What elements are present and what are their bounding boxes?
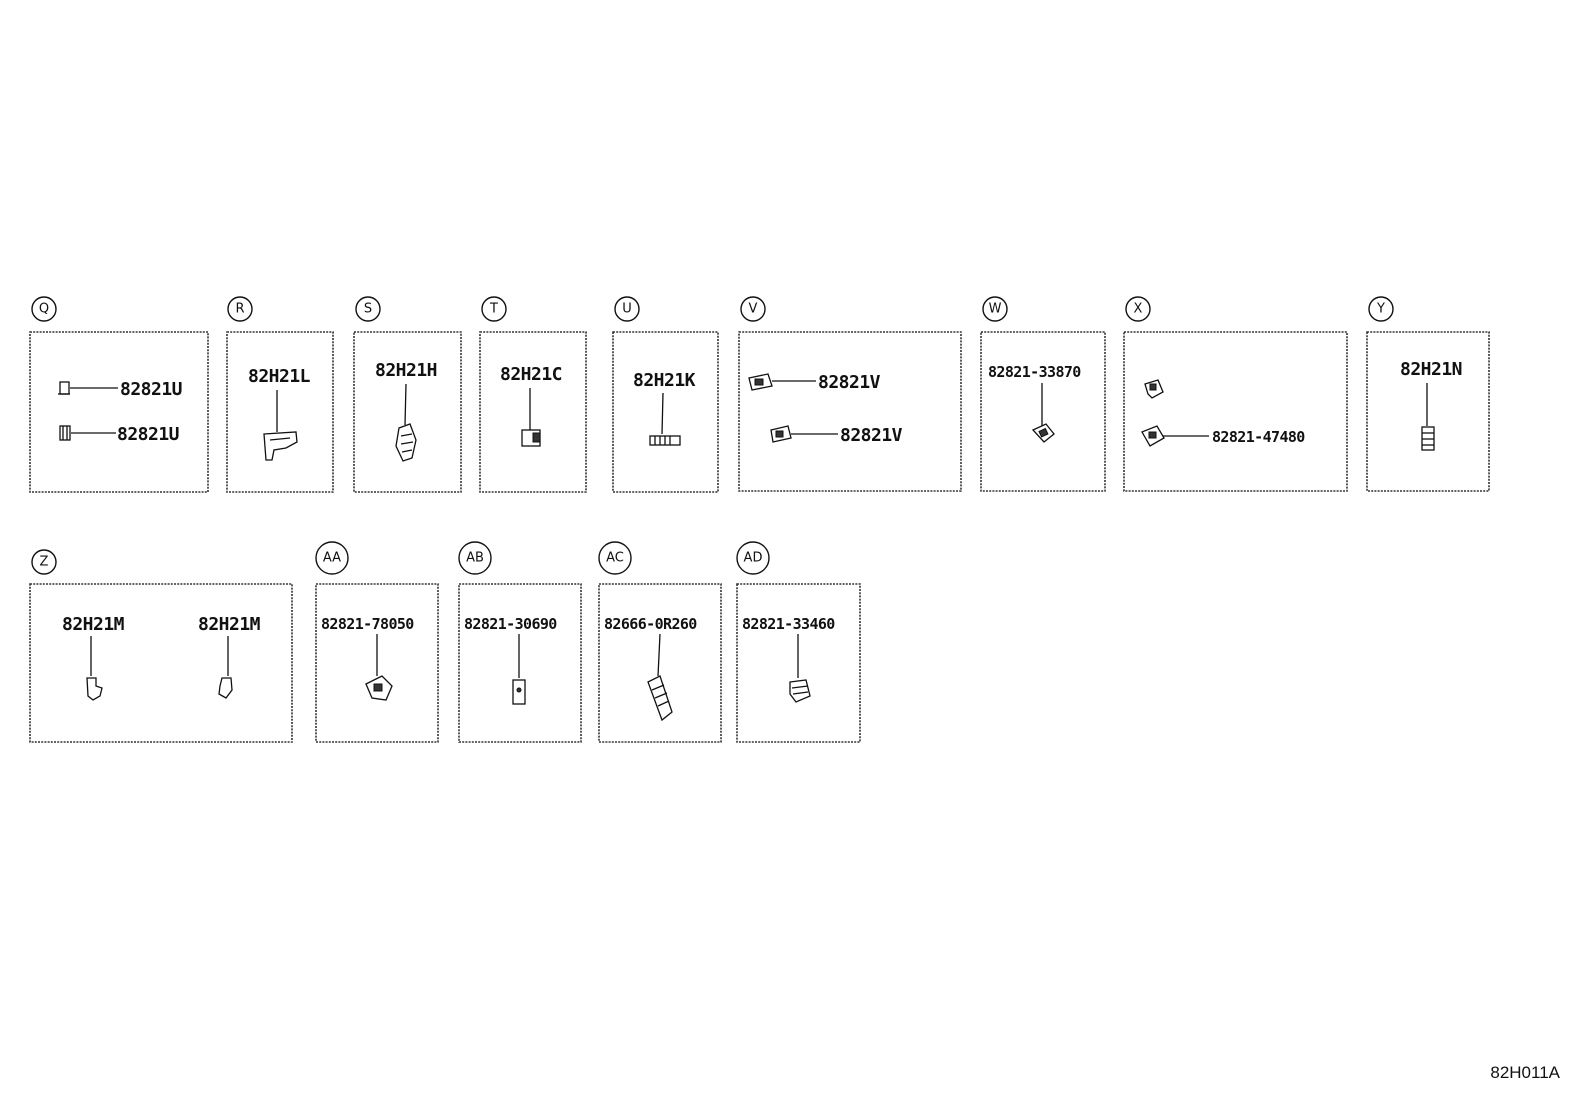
box-y: [1366, 331, 1490, 492]
callout-y: Y: [1376, 302, 1385, 317]
box-u: [612, 331, 719, 493]
label-u: 82H21K: [633, 370, 696, 391]
callout-ab: AB: [466, 551, 484, 566]
callout-ad: AD: [744, 551, 763, 566]
connector-icon: [649, 435, 681, 446]
connector-icon: [1421, 426, 1435, 451]
label-v2: 82821V: [840, 425, 903, 446]
callout-w: W: [989, 302, 1002, 317]
connector-icon: [1144, 379, 1164, 399]
box-x: [1123, 331, 1348, 492]
box-r: [226, 331, 334, 493]
label-ad: 82821-33460: [742, 615, 835, 633]
label-ab: 82821-30690: [464, 615, 557, 633]
connector-icon: [395, 423, 417, 462]
label-ac: 82666-0R260: [604, 615, 697, 633]
box-aa: [315, 583, 439, 743]
box-w: [980, 331, 1106, 492]
label-aa: 82821-78050: [321, 615, 414, 633]
box-q: [29, 331, 209, 493]
connector-icon: [263, 431, 298, 461]
connector-icon: [789, 679, 811, 703]
box-s: [353, 331, 462, 493]
label-r: 82H21L: [248, 366, 311, 387]
callout-v: V: [749, 302, 758, 317]
box-t: [479, 331, 587, 493]
connector-icon: [218, 677, 233, 699]
connector-icon: [1141, 425, 1165, 447]
label-q1: 82821U: [120, 379, 182, 400]
group-ad: AD 82821-33460: [736, 541, 861, 743]
connector-icon: [521, 429, 541, 447]
label-w: 82821-33870: [988, 363, 1081, 381]
group-v: V 82821V 82821V: [738, 296, 962, 492]
box-z: [29, 583, 293, 743]
label-z1: 82H21M: [62, 614, 125, 635]
label-t: 82H21C: [500, 364, 562, 385]
callout-circle-q: [31, 296, 57, 322]
label-s: 82H21H: [375, 360, 437, 381]
box-ac: [598, 583, 722, 743]
label-q2: 82821U: [117, 424, 179, 445]
group-y: Y 82H21N: [1366, 296, 1490, 492]
group-u: U 82H21K: [612, 296, 719, 493]
label-v1: 82821V: [818, 372, 881, 393]
callout-s: S: [364, 302, 372, 317]
connector-icon: [365, 675, 393, 701]
callout-q: Q: [39, 302, 49, 317]
group-z: Z 82H21M 82H21M: [29, 549, 293, 743]
connector-icon: [1031, 423, 1055, 443]
box-ab: [458, 583, 582, 743]
group-w: W 82821-33870: [980, 296, 1106, 492]
group-q: Q 82821U 82821U: [29, 296, 209, 493]
group-ac: AC 82666-0R260: [598, 541, 722, 743]
callout-z: Z: [40, 555, 49, 570]
group-t: T 82H21C: [479, 296, 587, 493]
callout-r: R: [235, 302, 244, 317]
callout-u: U: [622, 302, 632, 317]
label-x: 82821-47480: [1212, 428, 1305, 446]
callout-x: X: [1134, 302, 1143, 317]
connector-icon: [58, 381, 70, 395]
connector-icon: [59, 425, 71, 441]
label-z2: 82H21M: [198, 614, 261, 635]
group-aa: AA 82821-78050: [315, 541, 439, 743]
box-ad: [736, 583, 861, 743]
callout-aa: AA: [323, 551, 341, 566]
connector-icon: [86, 677, 103, 701]
group-ab: AB 82821-30690: [458, 541, 582, 743]
connector-icon: [512, 679, 526, 705]
diagram-reference-id: 82H011A: [1490, 1063, 1560, 1082]
connector-icon: [748, 373, 773, 391]
label-y: 82H21N: [1400, 359, 1462, 380]
connector-icon: [647, 675, 673, 722]
callout-ac: AC: [606, 551, 624, 566]
connector-icon: [770, 425, 792, 443]
box-v: [738, 331, 962, 492]
callout-t: T: [489, 302, 498, 317]
group-x: X 82821-47480: [1123, 296, 1348, 492]
group-s: S 82H21H: [353, 296, 462, 493]
group-r: R 82H21L: [226, 296, 334, 493]
